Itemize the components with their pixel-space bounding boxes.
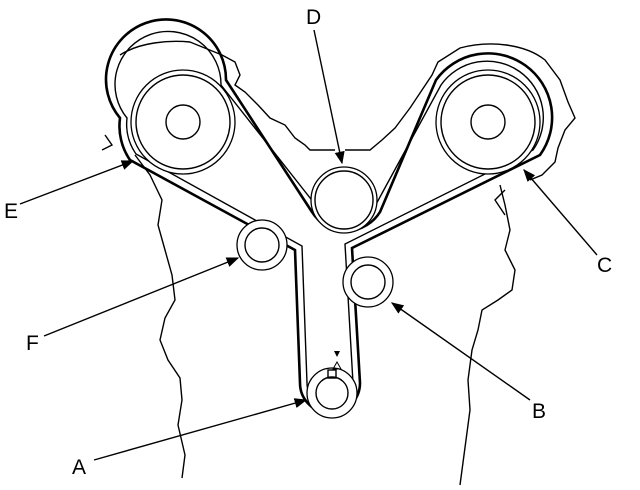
- callout-f-line: [43, 257, 240, 337]
- label-d: D: [306, 6, 321, 29]
- callout-b-line: [390, 302, 531, 401]
- callout-c-line: [523, 169, 598, 256]
- callout-d-line: [313, 29, 345, 165]
- callout-a-line: [93, 398, 308, 461]
- label-c: C: [597, 254, 612, 277]
- callout-e-line: [19, 160, 135, 205]
- label-b: B: [532, 400, 546, 423]
- crankshaft-pulley: [306, 351, 358, 419]
- right-camshaft-pulley: [435, 69, 541, 175]
- tensioner-pulley: [342, 256, 394, 308]
- idler-pulley: [236, 219, 288, 271]
- water-pump-pulley: [310, 166, 378, 234]
- label-f: F: [26, 332, 39, 355]
- callout-lines: [19, 29, 598, 461]
- engine-block-outline: [101, 40, 576, 486]
- label-a: A: [72, 456, 86, 479]
- left-camshaft-pulley: [130, 69, 236, 175]
- timing-mark-icon: [334, 351, 340, 357]
- label-e: E: [4, 200, 18, 223]
